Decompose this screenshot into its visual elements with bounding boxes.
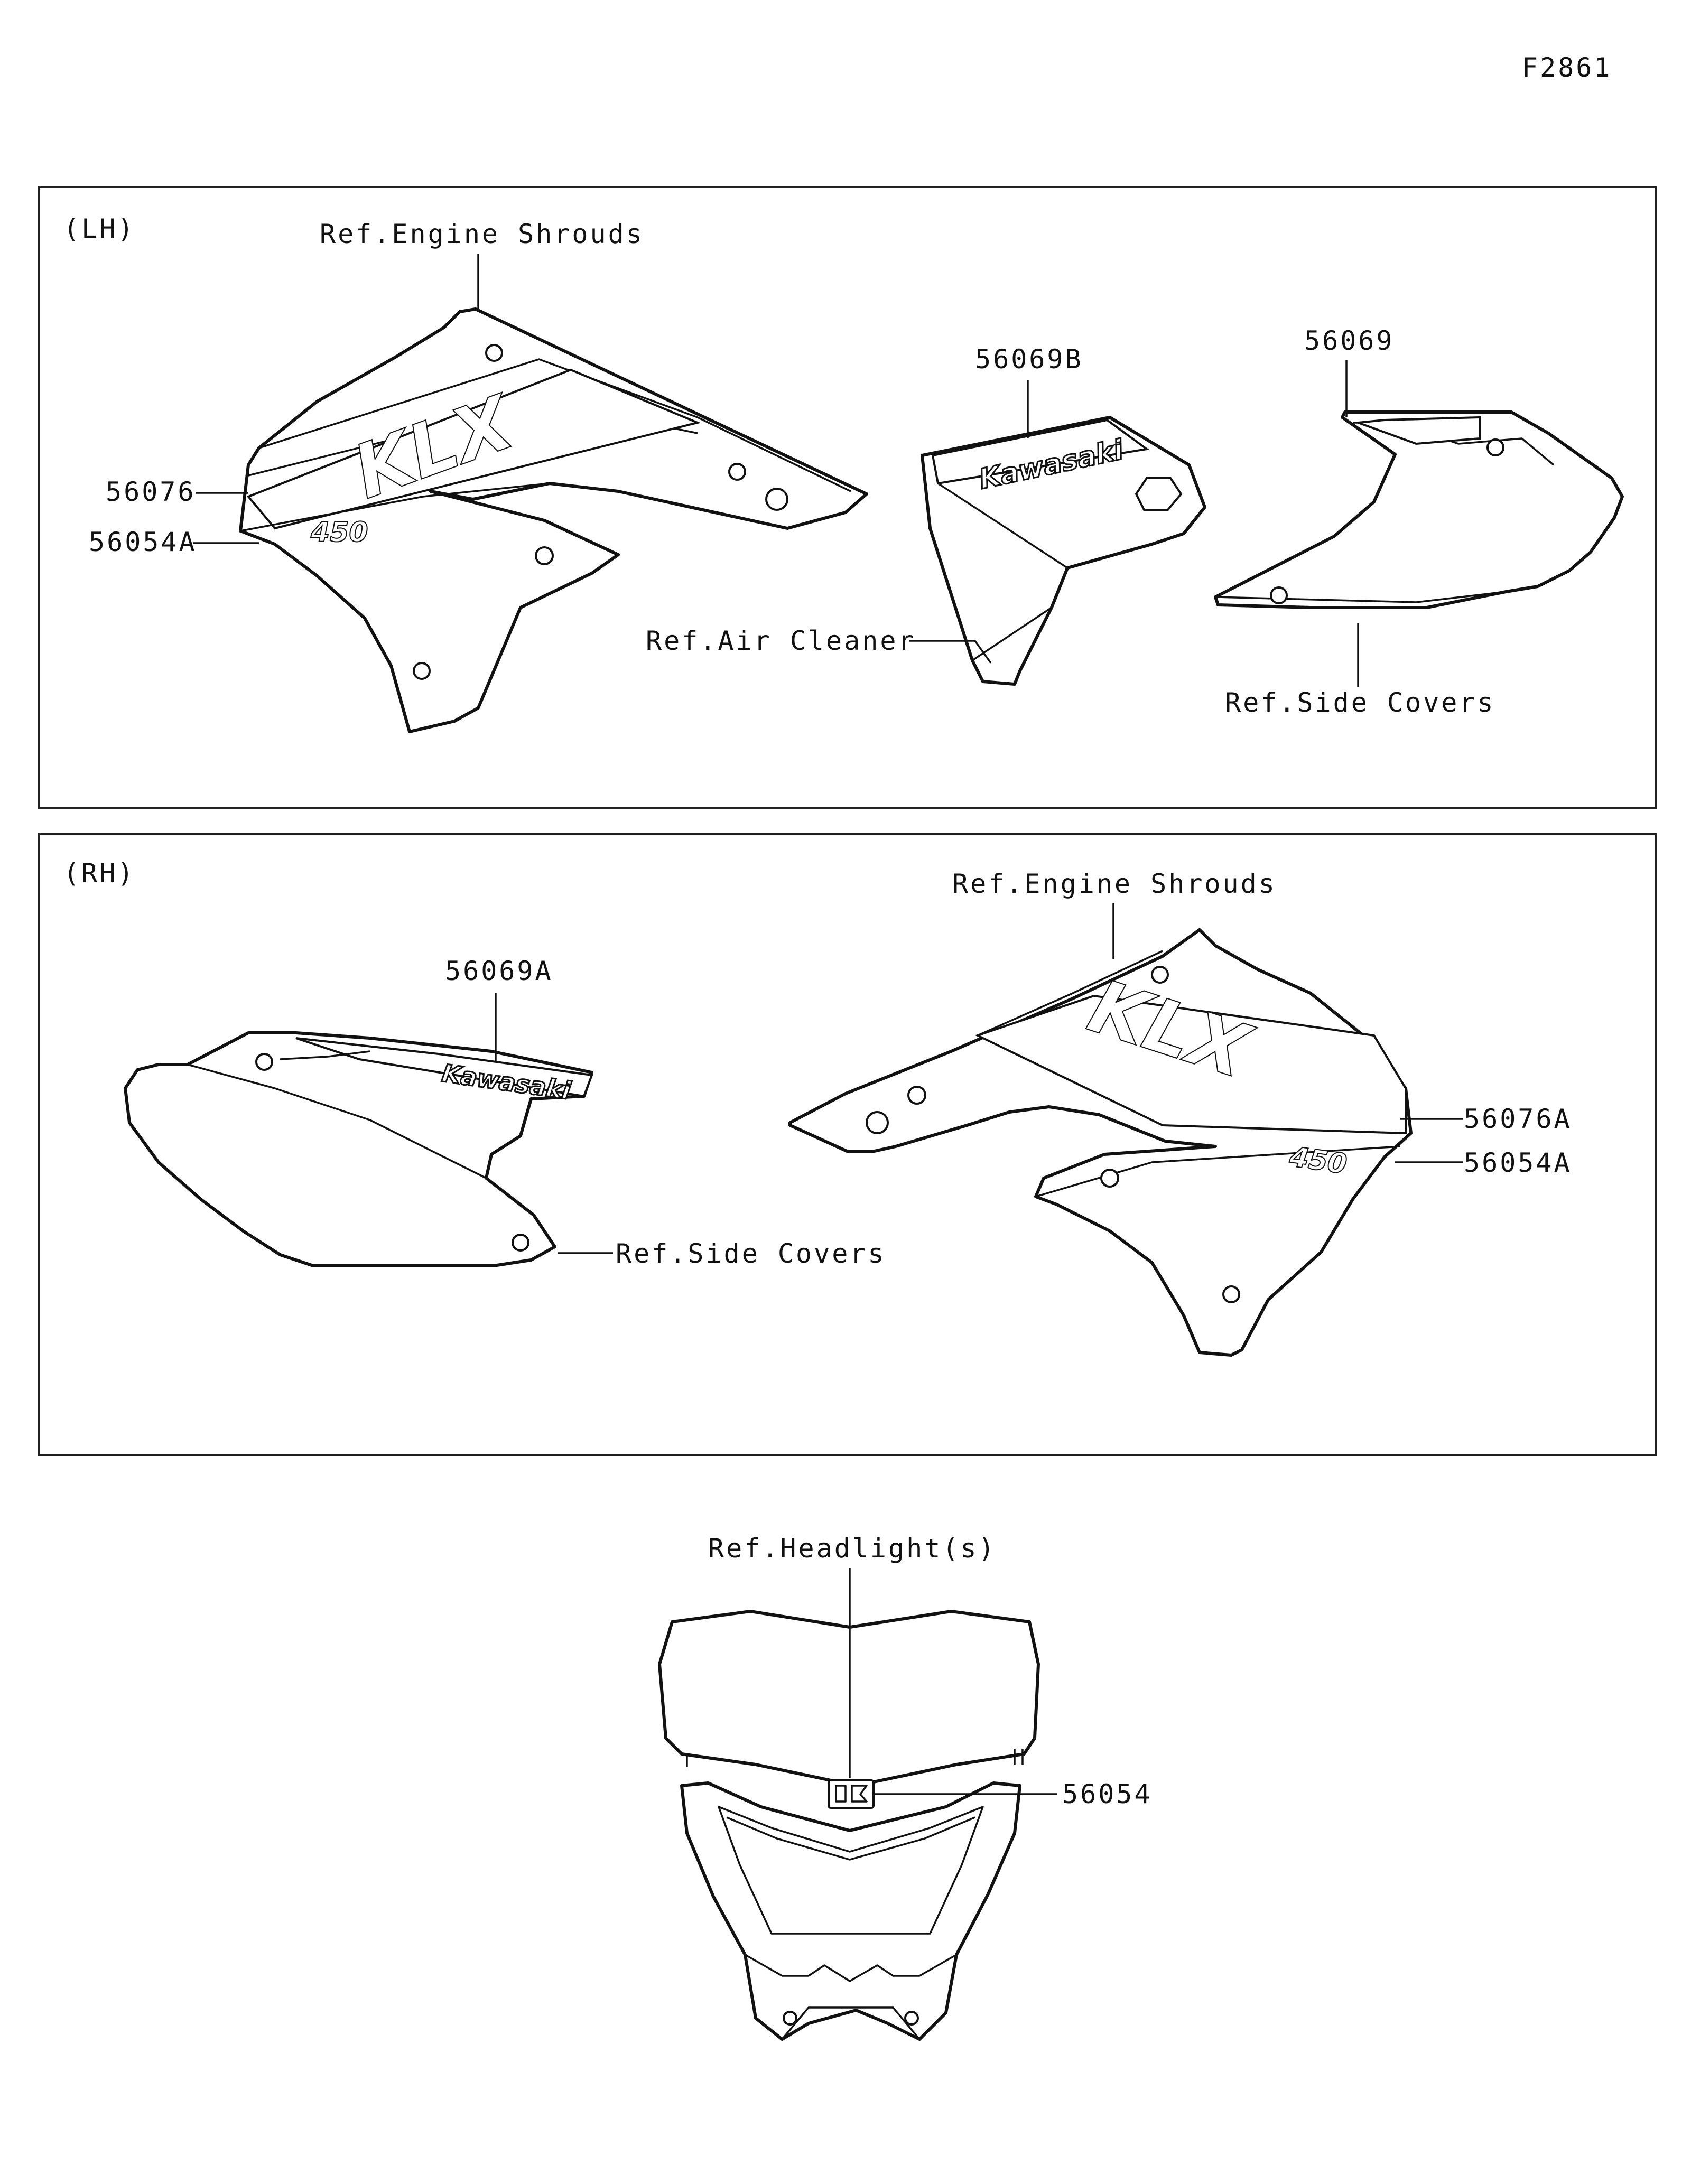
lh-ref-engine-shrouds: Ref.Engine Shrouds — [320, 219, 644, 249]
rh-part-56069a: 56069A — [445, 956, 553, 986]
lh-ref-air-cleaner: Ref.Air Cleaner — [646, 626, 916, 656]
lh-part-56054a: 56054A — [89, 527, 197, 557]
rh-shroud-displacement: 450 — [1287, 1141, 1349, 1181]
lh-side-cover — [1214, 410, 1624, 609]
lh-part-56069: 56069 — [1304, 325, 1395, 356]
lh-engine-shroud: KLX 450 — [239, 307, 868, 733]
lh-panel-frame — [38, 186, 1657, 809]
lh-part-56069b: 56069B — [975, 344, 1083, 375]
lh-ref-side-covers: Ref.Side Covers — [1225, 687, 1495, 718]
lh-air-cleaner-cover: Kawasaki — [921, 416, 1206, 686]
rh-engine-shroud: KLX 450 — [788, 928, 1413, 1357]
rh-panel-frame — [38, 833, 1657, 1456]
rh-ref-side-covers: Ref.Side Covers — [616, 1238, 886, 1269]
figure-code: F2861 — [1522, 52, 1612, 83]
rh-ref-engine-shrouds: Ref.Engine Shrouds — [952, 869, 1277, 899]
ref-headlights: Ref.Headlight(s) — [708, 1533, 997, 1564]
rh-side-cover: Kawasaki — [124, 1031, 593, 1267]
lh-part-56076: 56076 — [106, 477, 196, 507]
lh-panel: (LH) KLX 450 Ref.Engine Shrouds 56076 56… — [38, 186, 1657, 809]
headlight-number-plate — [680, 1781, 1021, 2041]
part-56054: 56054 — [1062, 1779, 1153, 1809]
rh-part-56076a: 56076A — [1464, 1104, 1572, 1134]
headlight-group: Ref.Headlight(s) 56054 — [658, 1533, 1153, 2041]
lh-side-label: (LH) — [63, 213, 135, 244]
rh-side-label: (RH) — [63, 858, 135, 889]
rh-panel: (RH) Kawasaki 56069A Ref.Side Covers K — [38, 833, 1657, 1456]
rh-part-56054a: 56054A — [1464, 1147, 1572, 1178]
lh-shroud-displacement: 450 — [310, 517, 368, 548]
